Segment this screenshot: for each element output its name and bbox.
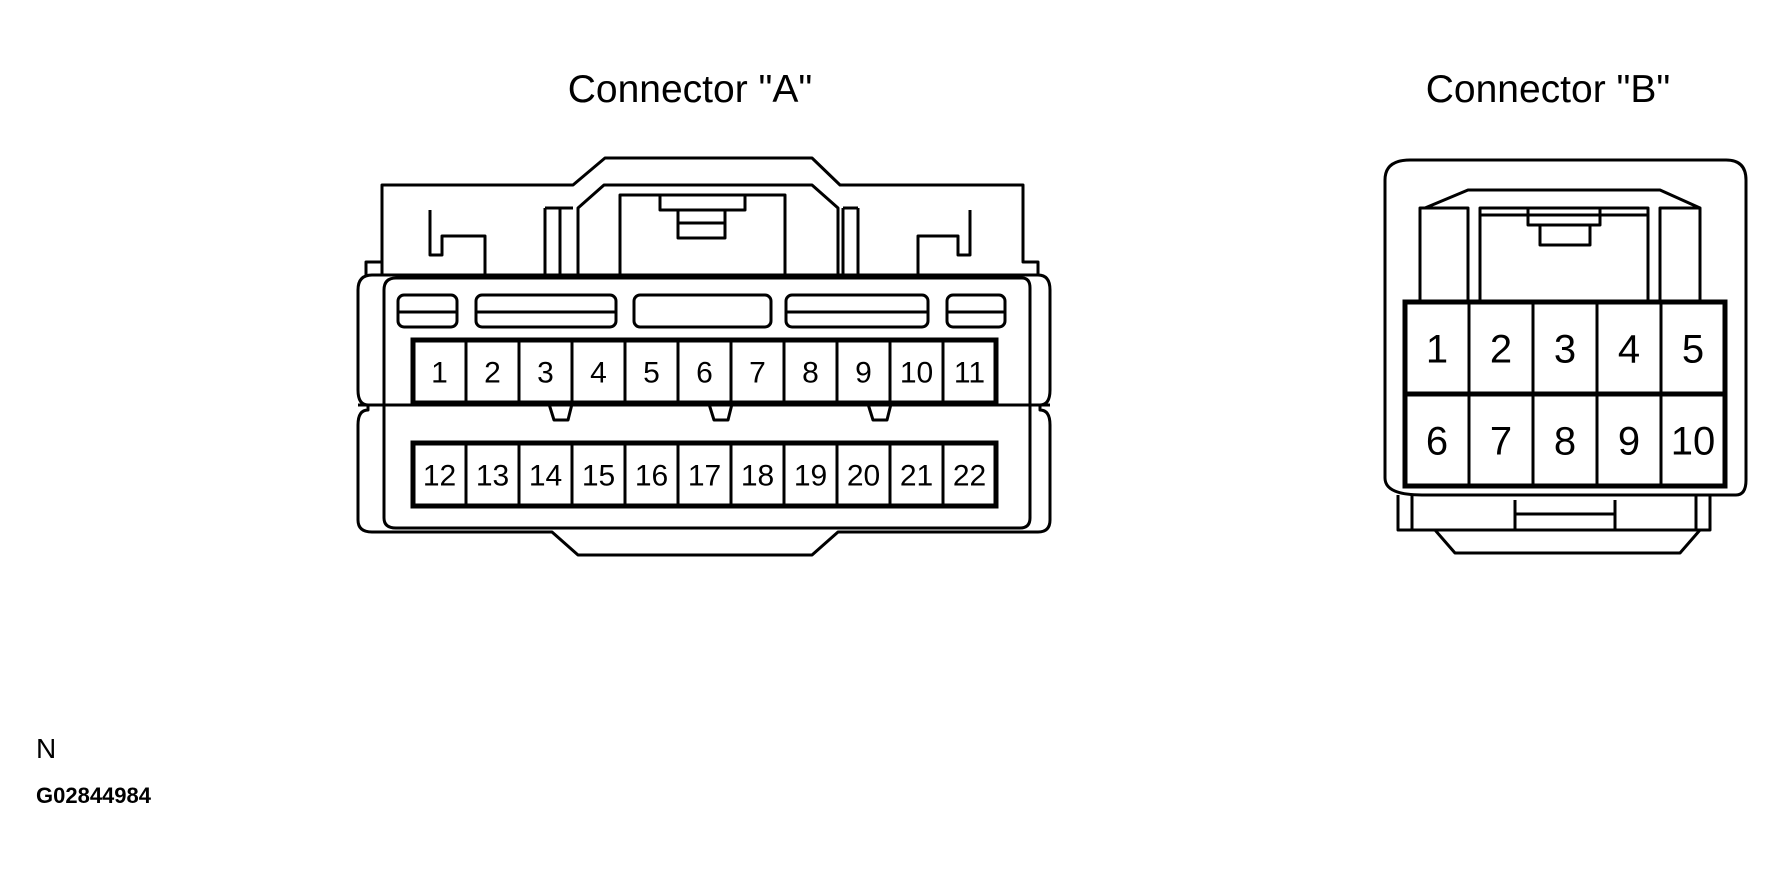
connector-b-pin-9: 9 bbox=[1618, 419, 1640, 463]
connector-a-pin-5: 5 bbox=[643, 356, 660, 389]
connector-a-pin-18: 18 bbox=[741, 459, 774, 492]
connector-a-pin-20: 20 bbox=[847, 459, 880, 492]
connector-b-pin-1: 1 bbox=[1426, 327, 1448, 371]
connector-a-row-1-frame bbox=[410, 337, 999, 406]
connector-b-title: Connector "B" bbox=[1425, 68, 1671, 111]
connector-b-pin-3: 3 bbox=[1554, 327, 1576, 371]
connector-a-pin-2: 2 bbox=[484, 356, 501, 389]
connector-a-pin-9: 9 bbox=[855, 356, 872, 389]
connector-a-pin-16: 16 bbox=[635, 459, 668, 492]
connector-b-pin-10: 10 bbox=[1671, 419, 1716, 463]
connector-a-pin-6: 6 bbox=[696, 356, 713, 389]
connector-a-pin-10: 10 bbox=[900, 356, 933, 389]
figure-code: G02844984 bbox=[36, 783, 151, 808]
connector-a-pin-17: 17 bbox=[688, 459, 721, 492]
connector-a-title: Connector "A" bbox=[567, 68, 813, 111]
connector-a-pin-19: 19 bbox=[794, 459, 827, 492]
connector-a-pin-3: 3 bbox=[537, 356, 554, 389]
connector-a-pin-12: 12 bbox=[423, 459, 456, 492]
figure-letter: N bbox=[36, 733, 57, 764]
connector-a-pin-14: 14 bbox=[529, 459, 562, 492]
connector-b-pin-2: 2 bbox=[1490, 327, 1512, 371]
connector-b-pin-7: 7 bbox=[1490, 419, 1512, 463]
connector-b-row-2-frame bbox=[1402, 391, 1728, 489]
connector-b-pin-6: 6 bbox=[1426, 419, 1448, 463]
connector-a-pin-4: 4 bbox=[590, 356, 607, 389]
connector-a-pin-7: 7 bbox=[749, 356, 766, 389]
connector-a-row-2-frame bbox=[410, 440, 999, 509]
connector-a-pin-22: 22 bbox=[953, 459, 986, 492]
connector-b-pin-8: 8 bbox=[1554, 419, 1576, 463]
connector-a-pin-15: 15 bbox=[582, 459, 615, 492]
connector-b-pin-5: 5 bbox=[1682, 327, 1704, 371]
connector-a-pin-1: 1 bbox=[431, 356, 448, 389]
connector-b-housing bbox=[1383, 158, 1748, 555]
connector-a-pin-21: 21 bbox=[900, 459, 933, 492]
connector-a-pin-13: 13 bbox=[476, 459, 509, 492]
connector-b-pin-4: 4 bbox=[1618, 327, 1640, 371]
connector-a-pin-8: 8 bbox=[802, 356, 819, 389]
connector-a-pin-11: 11 bbox=[954, 356, 985, 389]
